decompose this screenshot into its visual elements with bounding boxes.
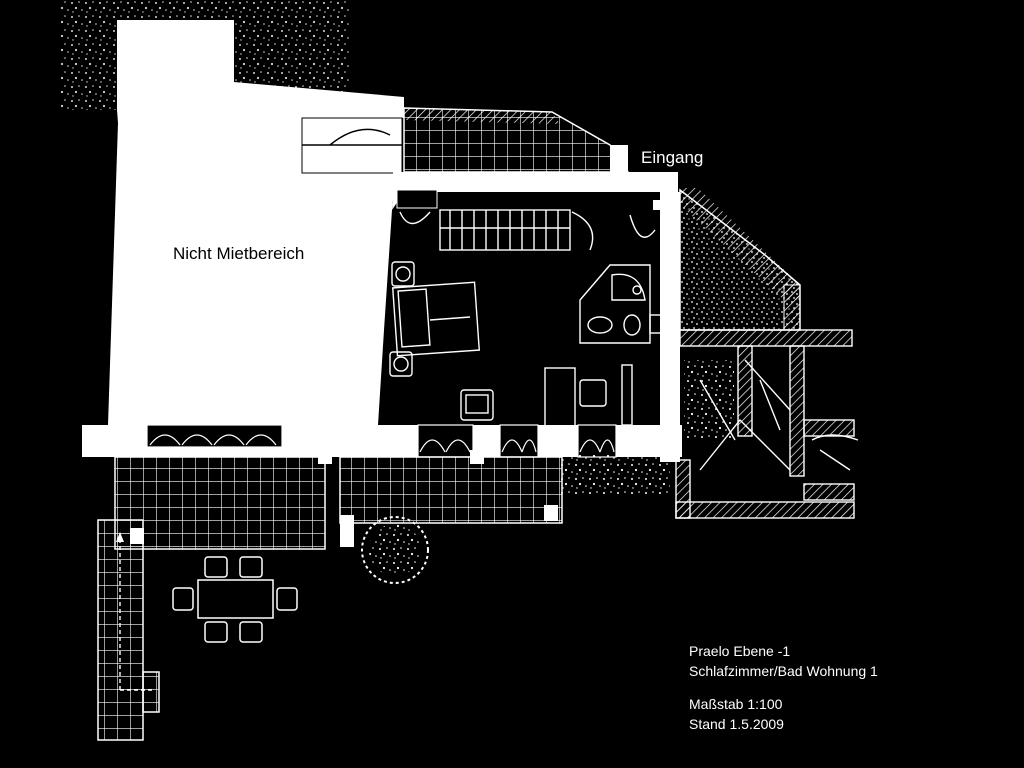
cellar <box>675 329 859 519</box>
project-title: Praelo Ebene -1 <box>689 643 791 659</box>
scale-text: Maßstab 1:100 <box>689 696 783 712</box>
walkway-arrow <box>119 540 152 691</box>
upper-stairs <box>301 117 403 174</box>
non-rental-label: Nicht Mietbereich <box>173 244 305 263</box>
wardrobe <box>544 364 633 429</box>
arrow-head-icon <box>116 532 124 542</box>
entrance-label: Eingang <box>641 148 704 167</box>
bathroom <box>579 264 669 344</box>
bed <box>389 261 481 377</box>
upper-terrace <box>403 107 630 173</box>
date-text: Stand 1.5.2009 <box>689 715 784 732</box>
windows <box>146 424 617 458</box>
title-block: Praelo Ebene -1 Schlafzimmer/Bad Wohnung… <box>689 642 878 734</box>
armchair <box>460 389 494 421</box>
non-rental-area <box>108 20 404 425</box>
tree-icon <box>361 516 429 584</box>
rooms-subtitle: Schlafzimmer/Bad Wohnung 1 <box>689 662 878 679</box>
slope-right <box>679 188 801 331</box>
gravel-area <box>560 360 734 495</box>
lower-terrace <box>97 450 563 741</box>
interior-stairs <box>399 209 656 251</box>
entrance-marker <box>610 145 628 172</box>
dining-table <box>172 556 298 643</box>
